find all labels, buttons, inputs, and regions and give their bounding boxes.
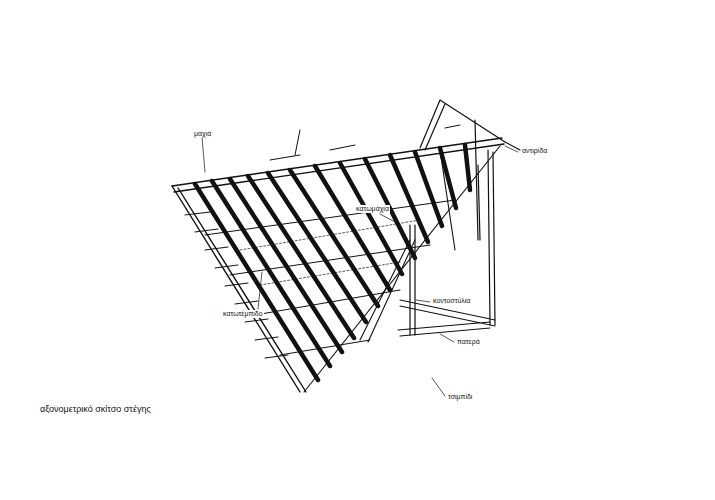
- part-label: μαχιά: [193, 130, 212, 138]
- part-label: κοντοστύλια: [432, 297, 471, 305]
- part-label: τσιμπίδι: [447, 393, 473, 401]
- caption: αξονομετρικό σκίτσο στέγης: [40, 404, 151, 415]
- part-label: αντιρίδα: [521, 147, 548, 155]
- part-label: κατωμάχια: [355, 205, 390, 213]
- part-label: κατωτέμπιδο: [222, 310, 264, 318]
- part-label: πατερά: [456, 338, 481, 346]
